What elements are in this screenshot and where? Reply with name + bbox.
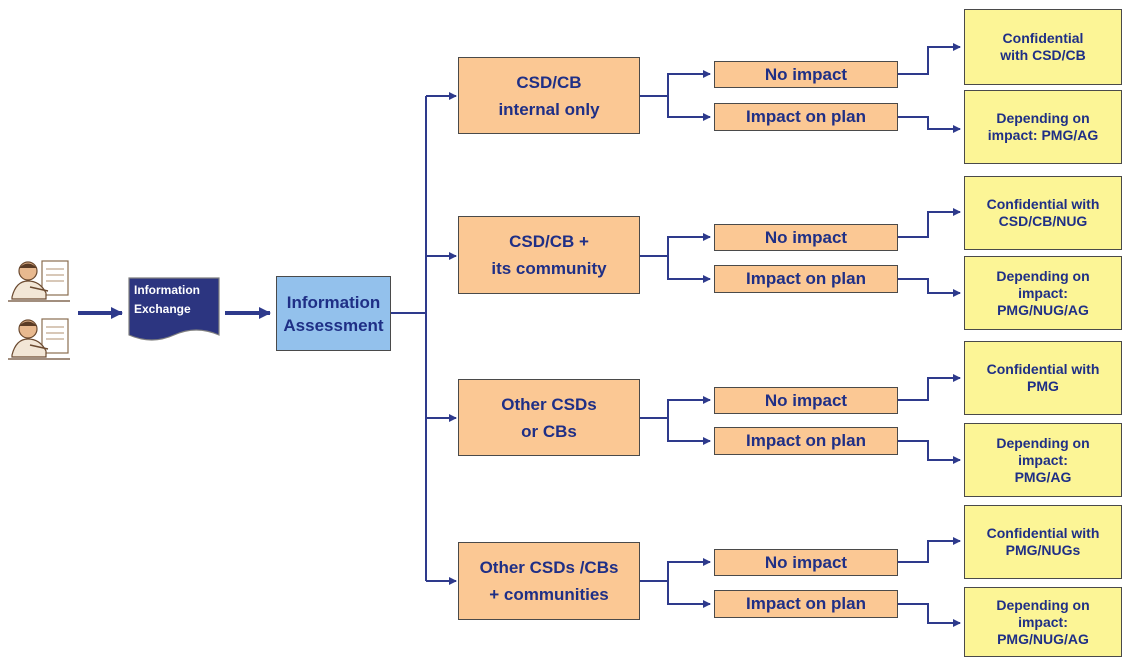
outcome-box: Depending on impact: PMG/AG xyxy=(964,423,1122,497)
outcome-box: Confidential with CSD/CB/NUG xyxy=(964,176,1122,250)
no-impact-box: No impact xyxy=(714,387,898,414)
no-impact-box: No impact xyxy=(714,224,898,251)
person-at-desk-icon xyxy=(8,260,70,302)
impact-on-plan-box: Impact on plan xyxy=(714,427,898,455)
information-exchange-label: Information Exchange xyxy=(134,283,200,316)
outcome-box: Depending on impact: PMG/NUG/AG xyxy=(964,256,1122,330)
outcome-box: Confidential with PMG/NUGs xyxy=(964,505,1122,579)
branch-other-csds-communities-box: Other CSDs /CBs + communities xyxy=(458,542,640,620)
branch-csd-cb-community-box: CSD/CB + its community xyxy=(458,216,640,294)
outcome-box: Depending on impact: PMG/AG xyxy=(964,90,1122,164)
branch-csd-cb-internal-box: CSD/CB internal only xyxy=(458,57,640,134)
no-impact-box: No impact xyxy=(714,549,898,576)
no-impact-box: No impact xyxy=(714,61,898,88)
outcome-box: Confidential with CSD/CB xyxy=(964,9,1122,85)
person-at-desk-icon xyxy=(8,318,70,360)
impact-on-plan-box: Impact on plan xyxy=(714,265,898,293)
impact-on-plan-box: Impact on plan xyxy=(714,590,898,618)
document-icon xyxy=(128,277,220,341)
information-assessment-box: Information Assessment xyxy=(276,276,391,351)
branch-other-csds-box: Other CSDs or CBs xyxy=(458,379,640,456)
outcome-box: Confidential with PMG xyxy=(964,341,1122,415)
outcome-box: Depending on impact: PMG/NUG/AG xyxy=(964,587,1122,657)
impact-on-plan-box: Impact on plan xyxy=(714,103,898,131)
